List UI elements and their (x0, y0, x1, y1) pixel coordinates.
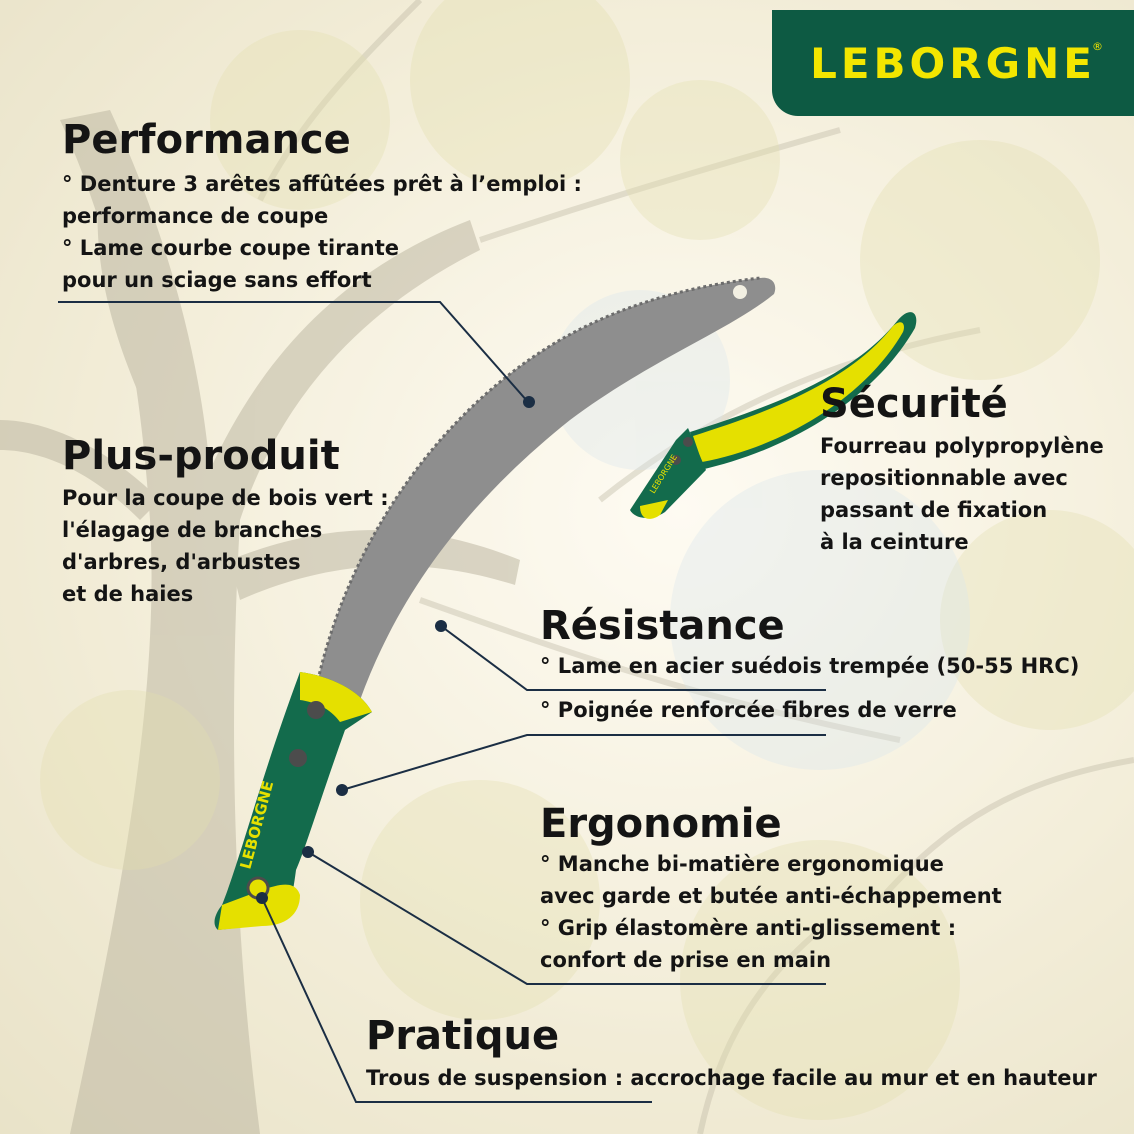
resistance-line: ° Lame en acier suédois trempée (50-55 H… (540, 654, 1080, 678)
brand-logo: LEBORGNE (772, 10, 1134, 116)
saw-handle-icon: LEBORGNE (214, 672, 372, 930)
ergonomie-title: Ergonomie (540, 801, 782, 847)
section-ergonomie: Ergonomie ° Manche bi-matière ergonomiqu… (540, 802, 1002, 976)
performance-line: ° Denture 3 arêtes affûtées prêt à l’emp… (62, 172, 582, 196)
pratique-title: Pratique (366, 1013, 560, 1059)
section-plus-produit: Plus-produit Pour la coupe de bois vert … (62, 434, 389, 610)
callout-performance (58, 301, 529, 403)
securite-line: passant de fixation (820, 498, 1048, 522)
section-performance: Performance ° Denture 3 arêtes affûtées … (62, 118, 582, 296)
resistance-title: Résistance (540, 603, 785, 649)
saw-blade-icon (316, 276, 776, 700)
callout-pratique (261, 897, 652, 1103)
plus-produit-line: d'arbres, d'arbustes (62, 550, 301, 574)
callout-dots (256, 396, 535, 904)
performance-line: performance de coupe (62, 204, 329, 228)
securite-line: Fourreau polypropylène (820, 434, 1104, 458)
registered-mark: ® (1092, 40, 1103, 53)
callout-resistance-blade (440, 625, 826, 691)
section-pratique: Pratique Trous de suspension : accrochag… (366, 1014, 1097, 1094)
ergonomie-line: ° Grip élastomère anti-glissement : (540, 916, 957, 940)
plus-produit-line: l'élagage de branches (62, 518, 323, 542)
performance-line: pour un sciage sans effort (62, 268, 372, 292)
performance-title: Performance (62, 117, 351, 163)
securite-title: Sécurité (820, 381, 1008, 427)
logo-text: LEBORGNE (810, 38, 1096, 88)
ergonomie-text: ° Manche bi-matière ergonomique avec gar… (540, 848, 1002, 976)
callout-lines (58, 301, 826, 1103)
callout-resistance-handle (341, 734, 826, 791)
ergonomie-line: ° Manche bi-matière ergonomique (540, 852, 944, 876)
resistance-line: ° Poignée renforcée fibres de verre (540, 698, 957, 722)
section-resistance: Résistance ° Lame en acier suédois tremp… (540, 604, 1079, 726)
pratique-line: Trous de suspension : accrochage facile … (366, 1066, 1097, 1090)
plus-produit-title: Plus-produit (62, 433, 340, 479)
performance-text: ° Denture 3 arêtes affûtées prêt à l’emp… (62, 168, 582, 296)
ergonomie-line: confort de prise en main (540, 948, 832, 972)
securite-text: Fourreau polypropylène repositionnable a… (820, 430, 1104, 558)
plus-produit-line: et de haies (62, 582, 194, 606)
section-securite: Sécurité Fourreau polypropylène repositi… (820, 382, 1104, 558)
ergonomie-line: avec garde et butée anti-échappement (540, 884, 1002, 908)
plus-produit-line: Pour la coupe de bois vert : (62, 486, 389, 510)
securite-line: repositionnable avec (820, 466, 1068, 490)
securite-line: à la ceinture (820, 530, 969, 554)
plus-produit-text: Pour la coupe de bois vert : l'élagage d… (62, 482, 389, 610)
performance-line: ° Lame courbe coupe tirante (62, 236, 399, 260)
callout-ergonomie (307, 851, 826, 985)
